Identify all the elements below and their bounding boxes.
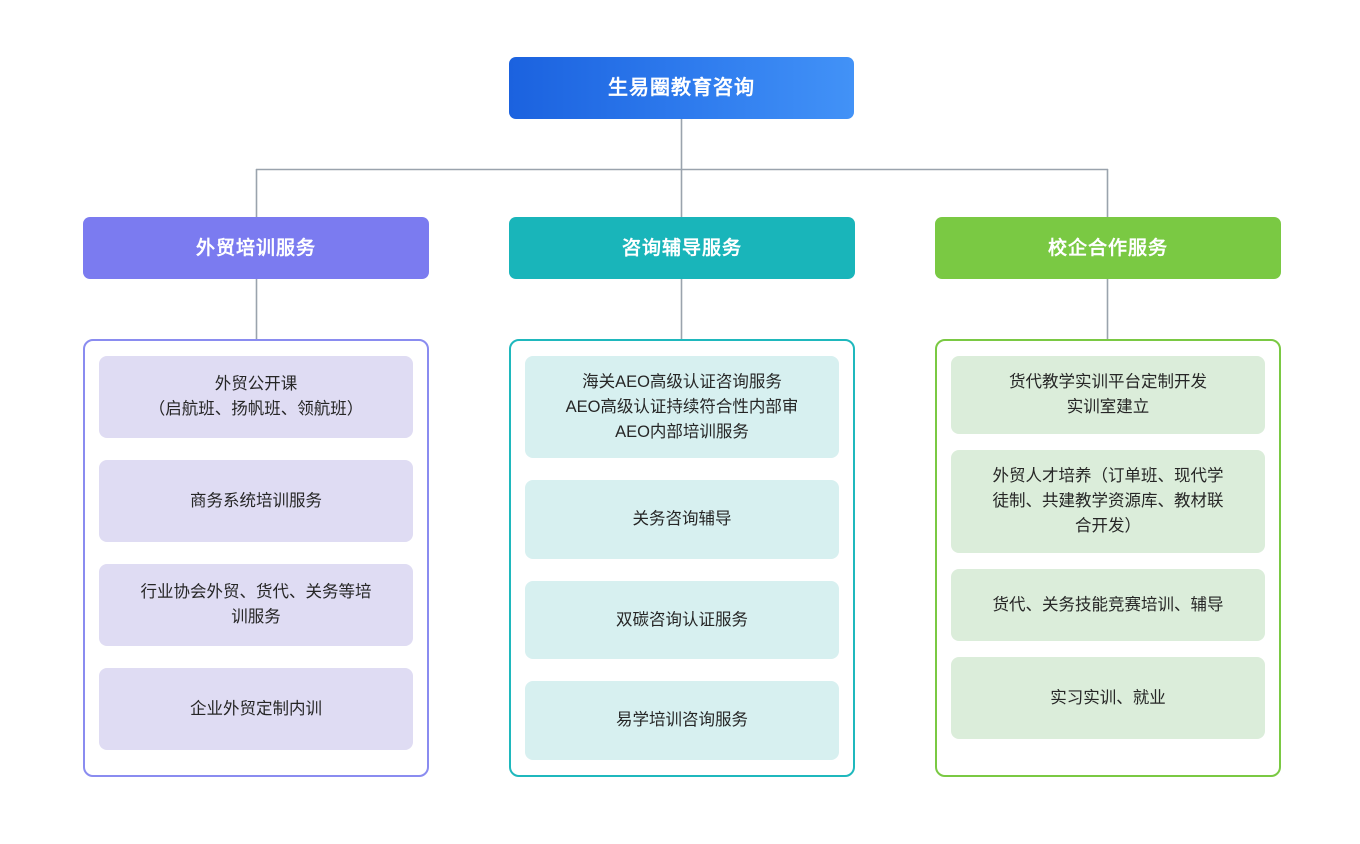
item-card-label: 货代教学实训平台定制开发 实训室建立: [1009, 373, 1207, 416]
items-container-1: 海关AEO高级认证咨询服务 AEO高级认证持续符合性内部审 AEO内部培训服务 …: [509, 339, 855, 777]
items-container-2: 货代教学实训平台定制开发 实训室建立 外贸人才培养（订单班、现代学 徒制、共建教…: [935, 339, 1281, 777]
category-header-1-label: 咨询辅导服务: [621, 237, 742, 259]
item-card-label: 关务咨询辅导: [632, 510, 732, 529]
root-node-label: 生易圈教育咨询: [608, 77, 755, 99]
item-card-label: 易学培训咨询服务: [616, 711, 748, 730]
item-card[interactable]: 海关AEO高级认证咨询服务 AEO高级认证持续符合性内部审 AEO内部培训服务: [525, 356, 839, 459]
category-header-0[interactable]: 外贸培训服务: [83, 217, 429, 279]
item-card-label: 行业协会外贸、货代、关务等培 训服务: [140, 583, 372, 626]
item-card[interactable]: 货代教学实训平台定制开发 实训室建立: [951, 356, 1265, 434]
item-card[interactable]: 货代、关务技能竞赛培训、辅导: [951, 569, 1265, 641]
item-card[interactable]: 企业外贸定制内训: [99, 668, 413, 750]
category-header-2[interactable]: 校企合作服务: [935, 217, 1281, 279]
category-header-0-label: 外贸培训服务: [195, 237, 316, 259]
item-card[interactable]: 实习实训、就业: [951, 657, 1265, 739]
item-card-label: 外贸公开课 （启航班、扬帆班、领航班）: [148, 375, 364, 418]
item-card[interactable]: 商务系统培训服务: [99, 460, 413, 542]
item-card-label: 双碳咨询认证服务: [616, 610, 748, 629]
item-card-label: 商务系统培训服务: [190, 491, 322, 510]
item-card[interactable]: 外贸人才培养（订单班、现代学 徒制、共建教学资源库、教材联 合开发）: [951, 450, 1265, 553]
item-card-label: 货代、关务技能竞赛培训、辅导: [992, 595, 1224, 614]
category-header-1[interactable]: 咨询辅导服务: [509, 217, 855, 279]
item-card-label: 海关AEO高级认证咨询服务 AEO高级认证持续符合性内部审 AEO内部培训服务: [565, 373, 799, 441]
category-header-2-label: 校企合作服务: [1047, 237, 1168, 259]
item-card-label: 外贸人才培养（订单班、现代学 徒制、共建教学资源库、教材联 合开发）: [992, 467, 1224, 535]
item-card[interactable]: 关务咨询辅导: [525, 480, 839, 559]
root-node[interactable]: 生易圈教育咨询: [509, 57, 854, 119]
item-card[interactable]: 行业协会外贸、货代、关务等培 训服务: [99, 564, 413, 646]
item-card[interactable]: 双碳咨询认证服务: [525, 580, 839, 660]
items-container-0: 外贸公开课 （启航班、扬帆班、领航班） 商务系统培训服务 行业协会外贸、货代、关…: [83, 339, 429, 777]
item-card[interactable]: 外贸公开课 （启航班、扬帆班、领航班）: [99, 356, 413, 438]
item-card[interactable]: 易学培训咨询服务: [525, 681, 839, 761]
item-card-label: 企业外贸定制内训: [190, 699, 322, 718]
item-card-label: 实习实训、就业: [1050, 688, 1166, 707]
